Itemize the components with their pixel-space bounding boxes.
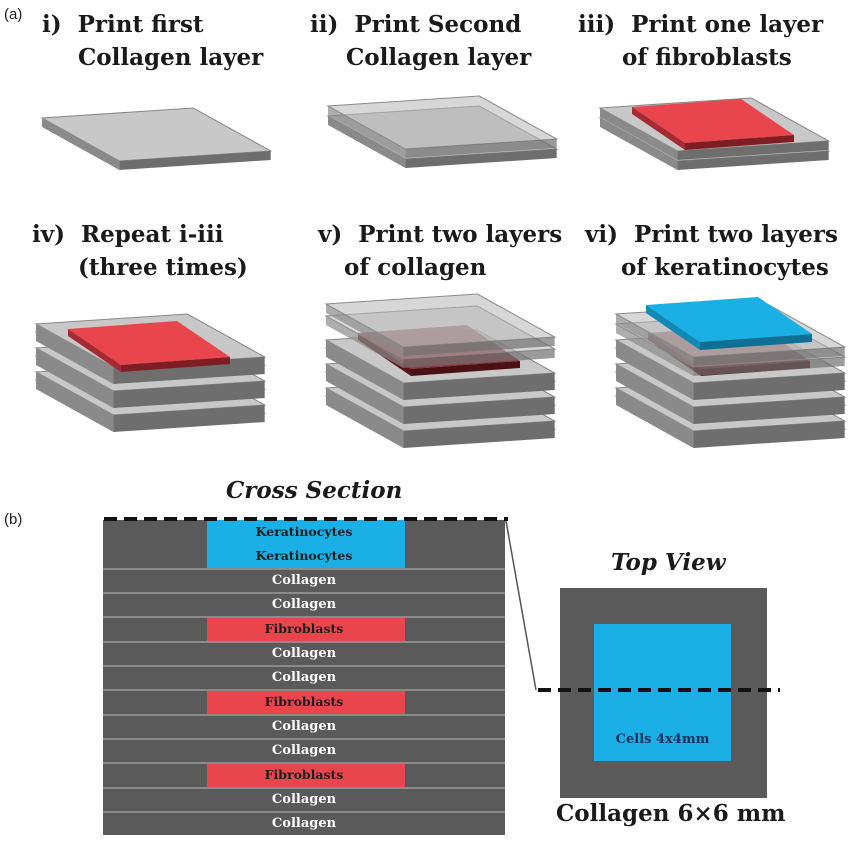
layer-divider [103,665,505,667]
layer-divider [103,568,505,570]
step-5-line2: of collagen [344,254,487,281]
cross-section-row-collagen: Collagen [271,719,337,734]
stack-step-2 [327,95,558,169]
cross-section-row-collagen: Collagen [271,816,337,831]
cross-section-row-fibroblasts: Fibroblasts [264,694,344,709]
top-view-title: Top View [611,549,726,576]
step-1-title: i) Print first Collagen layer [42,8,263,74]
layer-divider [103,592,505,594]
stack-step-3 [599,97,830,171]
step-1-line1: Print first [77,11,204,38]
fibroblast-block [207,763,405,787]
cross-section-diagram: Keratinocytes Keratinocytes Collagen Col… [103,520,505,835]
step-2-title: ii) Print Second Collagen layer [310,8,531,74]
panel-a-label: (a) [4,6,23,23]
stack-step-6 [615,297,846,449]
step-3-line1: Print one layer [631,11,824,38]
step-1-number: i) [42,11,62,38]
step-3-number: iii) [578,11,616,38]
cross-section-title: Cross Section [226,477,403,504]
top-view-diagram: Cells 4x4mm [560,588,767,798]
layer-divider [103,738,505,740]
cross-section-row-keratinocytes: Keratinocytes [255,524,353,539]
layer-divider [103,811,505,813]
layer-divider [103,641,505,643]
cross-section-row-collagen: Collagen [271,573,337,588]
cross-section-row-keratinocytes: Keratinocytes [255,548,353,563]
keratinocyte-block [207,520,405,568]
cross-section-row-collagen: Collagen [271,743,337,758]
fibroblast-block [207,690,405,714]
layer-divider [103,714,505,716]
stack-step-1 [41,107,272,171]
layer-divider [103,616,505,618]
step-4-title: iv) Repeat i-iii (three times) [32,218,248,284]
cross-section-row-collagen: Collagen [271,670,337,685]
step-6-number: vi) [585,221,618,248]
top-view-cells: Cells 4x4mm [594,624,731,761]
step-3-title: iii) Print one layer of fibroblasts [578,8,823,74]
step-2-line2: Collagen layer [346,44,532,71]
layer-divider [103,689,505,691]
step-2-line1: Print Second [354,11,522,38]
cross-section-row-fibroblasts: Fibroblasts [264,621,344,636]
cross-section-row-collagen: Collagen [271,792,337,807]
step-6-line2: of keratinocytes [621,254,829,281]
step-1-line2: Collagen layer [78,44,264,71]
section-connector-line [505,520,537,691]
step-6-title: vi) Print two layers of keratinocytes [585,218,838,284]
cross-section-row-fibroblasts: Fibroblasts [264,767,344,782]
keratinocyte-layer [646,297,812,350]
layer-stacks-illustration [35,95,846,449]
step-2-number: ii) [310,11,339,38]
step-4-number: iv) [32,221,65,248]
step-4-line1: Repeat i-iii [81,221,224,248]
step-3-line2: of fibroblasts [622,44,792,71]
step-5-number: v) [318,221,343,248]
layer-divider [103,787,505,789]
cross-section-row-collagen: Collagen [271,597,337,612]
top-view-caption: Collagen 6×6 mm [556,800,786,827]
fibroblast-block [207,617,405,641]
stack-step-5 [325,293,556,449]
step-6-line1: Print two layers [634,221,838,248]
step-5-title: v) Print two layers of collagen [318,218,562,284]
step-5-line1: Print two layers [358,221,563,248]
cross-section-row-collagen: Collagen [271,646,337,661]
panel-b-label: (b) [4,511,23,528]
cells-size-label: Cells 4x4mm [615,732,710,747]
layer-divider [103,762,505,764]
stack-step-4 [35,313,266,433]
step-4-line2: (three times) [78,254,248,281]
